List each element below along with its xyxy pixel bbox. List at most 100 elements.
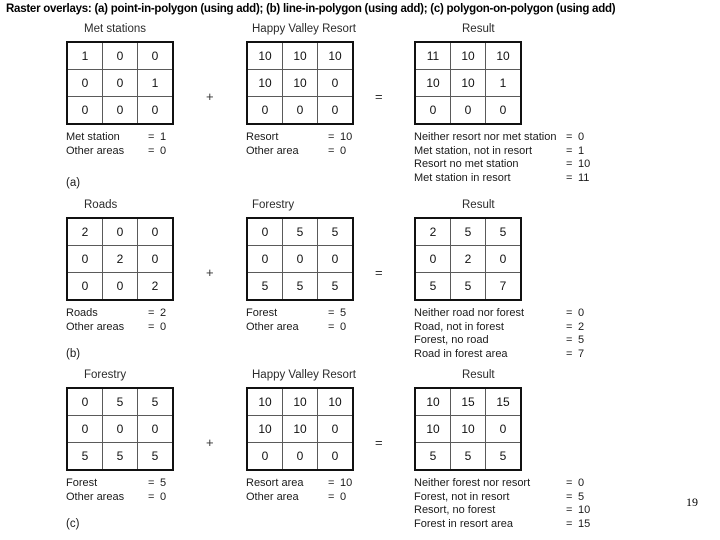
legend-value: 0 [578,307,585,319]
legend-line: Other areas=0 [66,321,246,335]
raster-cell: 5 [485,217,522,246]
legend-equals-sign: = [566,320,573,333]
legend-value: 10 [340,131,353,143]
legend-line: Neither forest nor resort=0 [414,477,664,491]
raster-cell: 0 [137,41,174,70]
raster-cell: 10 [246,387,283,416]
legend-label: Forest [246,307,278,319]
subfigure-tag: (b) [66,348,81,360]
raster-cell: 0 [66,245,103,273]
legend-equals-sign: = [566,158,573,170]
plus-operator-icon: + [206,435,214,450]
legend-label: Neither forest nor resort [414,477,531,489]
legend-label: Met station [66,131,120,143]
raster-cell: 0 [102,272,138,301]
legend-value: 0 [160,144,167,157]
raster-cell: 10 [450,415,486,443]
raster-cell: 5 [137,387,174,416]
legend-value: 10 [578,158,591,170]
legend-line: Resort=10 [246,131,426,145]
legend-value: 10 [340,477,353,489]
raster-cell: 0 [282,442,318,471]
legend-equals-sign: = [148,144,155,157]
legend-equals-sign: = [566,477,573,489]
raster-cell: 15 [450,387,486,416]
raster-cell: 5 [450,217,486,246]
legend-line: Forest=5 [66,477,246,491]
legend-equals-sign: = [328,144,335,157]
legend-line: Resort no met station=10 [414,158,664,172]
legend-equals-sign: = [566,334,573,346]
legend-label: Forest in resort area [414,517,514,530]
legend-value: 11 [578,171,590,184]
raster-cell: 0 [66,387,103,416]
legend-equals-sign: = [148,320,155,333]
raster-cell: 10 [414,415,451,443]
legend-label: Met station in resort [414,171,511,184]
legend-line: Other areas=0 [66,145,246,159]
legend-equals-sign: = [566,517,573,530]
legend-line: Other area=0 [246,491,426,505]
legend-equals-sign: = [566,490,573,503]
legend-label: Road in forest area [414,347,508,360]
raster-cell: 10 [246,69,283,97]
raster-cell: 10 [414,69,451,97]
grid-caption: Happy Valley Resort [252,23,356,35]
raster-cell: 5 [102,442,138,471]
legend-equals-sign: = [566,144,573,157]
equals-operator-icon: = [375,435,383,450]
legend-line: Other area=0 [246,145,426,159]
raster-cell: 1 [66,41,103,70]
raster-cell: 5 [137,442,174,471]
grid-caption: Result [462,199,495,211]
legend-line: Road, not in forest=2 [414,321,664,335]
legend-line: Resort area=10 [246,477,426,491]
legend-equals-sign: = [148,307,155,319]
legend-label: Forest, no road [414,334,489,346]
legend-equals-sign: = [328,131,335,143]
raster-cell: 10 [450,69,486,97]
raster-cell: 0 [137,217,174,246]
legend-value: 5 [578,490,585,503]
raster-cell: 7 [485,272,522,301]
legend-equals-sign: = [566,131,573,143]
legend-line: Neither resort nor met station=0 [414,131,664,145]
raster-cell: 1 [485,69,522,97]
legend-line: Met station in resort=11 [414,172,664,186]
legend-line: Forest=5 [246,307,426,321]
subfigure-tag: (c) [66,518,80,530]
legend-value: 2 [578,320,585,333]
subfigure-tag: (a) [66,177,81,189]
legend-equals-sign: = [328,477,335,489]
raster-cell: 2 [414,217,451,246]
raster-cell: 10 [282,69,318,97]
equals-operator-icon: = [375,89,383,104]
raster-cell: 0 [485,415,522,443]
raster-cell: 5 [450,442,486,471]
legend-value: 0 [160,490,167,503]
raster-cell: 0 [102,217,138,246]
raster-cell: 10 [485,41,522,70]
